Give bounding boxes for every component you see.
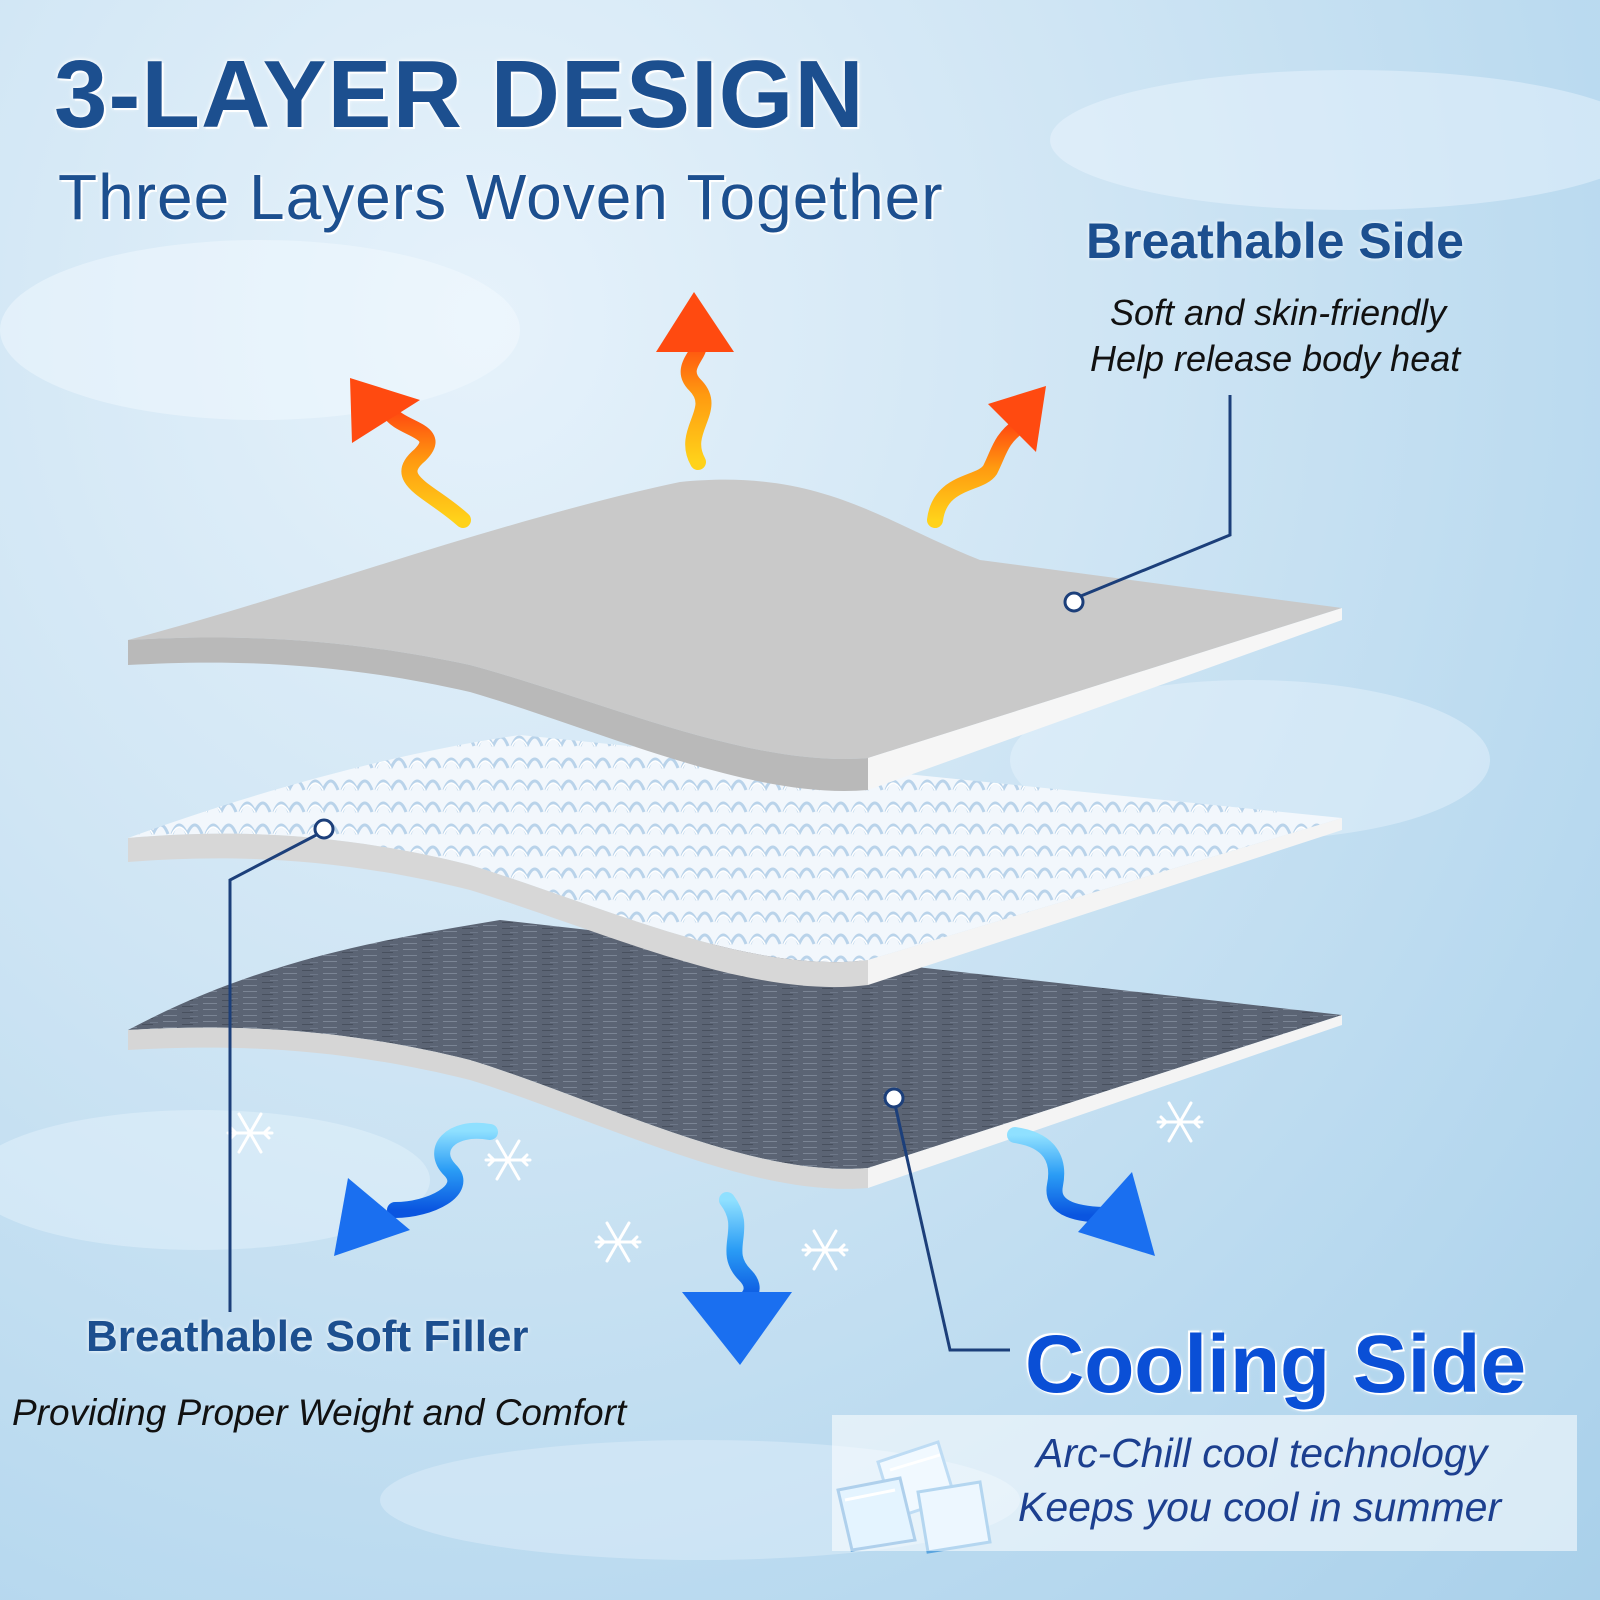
breathable-side-line-1: Soft and skin-friendly [1110,292,1447,333]
breathable-side-line-2: Help release body heat [1090,338,1461,379]
cool-arrow-icon [1007,1127,1155,1256]
snowflake-icon [594,1221,642,1263]
heat-arrow-icon [927,386,1046,528]
cooling-layer [128,920,1342,1189]
cooling-side-line-1: Arc-Chill cool technology [1036,1430,1488,1476]
cooling-side-title: Cooling Side [1025,1319,1527,1410]
breathable-layer [128,479,1342,791]
filler-layer [128,735,1342,988]
soft-filler-title: Breathable Soft Filler [86,1312,529,1361]
heat-arrow-icon [350,378,471,528]
breathable-side-title: Breathable Side [1086,213,1464,269]
page-subtitle: Three Layers Woven Together [58,161,944,233]
cooling-side-panel [832,1415,1577,1551]
heat-arrow-icon [656,292,734,470]
snowflake-icon [1156,1101,1204,1143]
leader-line-soft-filler [228,818,335,1312]
cooling-side-line-2: Keeps you cool in summer [1018,1484,1502,1530]
cool-arrow-icon [682,1192,792,1365]
page-title: 3-LAYER DESIGN [54,41,865,148]
leader-line-cooling-side [883,1087,1010,1352]
snowflake-icon [484,1139,532,1181]
leader-line-breathable-side [1063,395,1232,613]
snowflake-icon [801,1229,849,1271]
cool-arrow-icon [334,1122,498,1256]
soft-filler-line-1: Providing Proper Weight and Comfort [12,1392,627,1433]
